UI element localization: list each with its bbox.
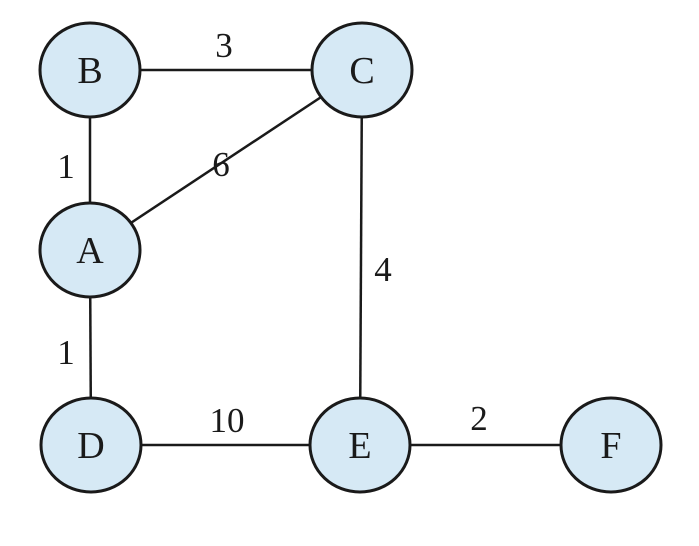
edge-C-E — [358, 69, 364, 446]
edge-weight-label-E-F: 2 — [470, 399, 488, 438]
node-circle-E — [308, 396, 412, 494]
edge-weight-label-B-C: 3 — [215, 26, 233, 65]
edge-weight-label-D-E: 10 — [210, 401, 245, 440]
node-label-D: D — [77, 425, 104, 467]
node-label-E: E — [348, 425, 371, 467]
edge-weight-label-B-A: 1 — [57, 147, 75, 186]
node-label-F: F — [600, 425, 621, 467]
edge-weight-label-A-C: 6 — [212, 145, 230, 184]
node-label-B: B — [77, 50, 102, 92]
edge-weight-label-A-D: 1 — [57, 333, 75, 372]
node-label-A: A — [76, 230, 104, 272]
node-circle-B — [38, 21, 142, 119]
node-circle-A — [38, 201, 142, 299]
node-circle-F — [559, 396, 663, 494]
edge-weight-label-C-E: 4 — [374, 250, 392, 289]
node-circle-C — [310, 21, 414, 119]
node-circle-D — [39, 396, 143, 494]
edge-A-C — [89, 68, 363, 252]
node-label-C: C — [349, 50, 374, 92]
